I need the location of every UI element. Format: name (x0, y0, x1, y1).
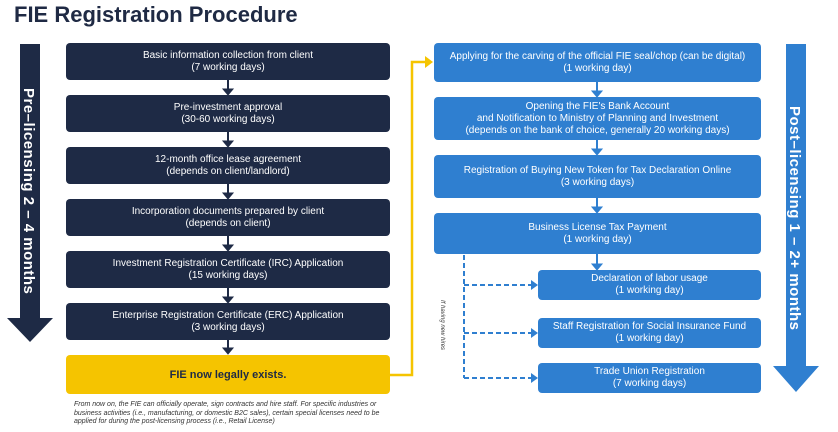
step-incorporation-documents: Incorporation documents prepared by clie… (66, 199, 390, 236)
step-license-tax: Business License Tax Payment (1 working … (434, 213, 761, 254)
step-duration: (1 working day) (563, 233, 632, 245)
step-duration: (7 working days) (191, 61, 265, 73)
step-erc-application: Enterprise Registration Certificate (ERC… (66, 303, 390, 340)
step-duration: (1 working day) (615, 285, 684, 296)
step-title: Enterprise Registration Certificate (ERC… (112, 309, 344, 321)
step-title: Applying for the carving of the official… (449, 50, 746, 62)
step-title: Registration of Buying New Token for Tax… (463, 164, 732, 176)
new-hires-note: If having new hires (439, 300, 445, 351)
page-title: FIE Registration Procedure (14, 2, 298, 27)
post-licensing-arrow (773, 44, 819, 392)
step-seal-carving: Applying for the carving of the official… (434, 43, 761, 82)
step-title: Investment Registration Certificate (IRC… (112, 257, 344, 269)
pre-licensing-label: Pre–licensing 2 – 4 months (20, 88, 37, 295)
step-title: Opening the FIE's Bank Account (525, 100, 670, 112)
step-subtitle: and Notification to Ministry of Planning… (476, 112, 719, 124)
substep-social-insurance: Staff Registration for Social Insurance … (538, 318, 761, 348)
step-duration: (1 working day) (615, 333, 684, 344)
step-tax-token: Registration of Buying New Token for Tax… (434, 155, 761, 198)
step-title: Business License Tax Payment (528, 221, 667, 233)
step-basic-information: Basic information collection from client… (66, 43, 390, 80)
footnote: From now on, the FIE can officially oper… (74, 401, 380, 425)
left-step-arrows (221, 80, 235, 355)
step-duration: (1 working day) (563, 62, 632, 74)
step-duration: (depends on client/landlord) (166, 165, 290, 177)
step-title: Pre-investment approval (173, 101, 283, 113)
step-title: Trade Union Registration (594, 366, 705, 377)
post-licensing-label: Post–licensing 1 – 2+ months (786, 106, 803, 331)
step-duration: (7 working days) (612, 378, 687, 389)
milestone-box: FIE now legally exists. (66, 355, 390, 394)
dashed-branches (463, 255, 532, 379)
step-title: Staff Registration for Social Insurance … (552, 321, 747, 332)
substep-trade-union: Trade Union Registration (7 working days… (538, 363, 761, 393)
substep-labor-usage: Declaration of labor usage (1 working da… (538, 270, 761, 300)
milestone-connector (390, 60, 426, 377)
step-title: Basic information collection from client (142, 49, 314, 61)
step-duration: (3 working days) (191, 321, 265, 333)
step-duration: (depends on the bank of choice, generall… (465, 124, 730, 136)
step-title: 12-month office lease agreement (154, 153, 301, 165)
right-step-arrows (590, 82, 604, 271)
pre-licensing-arrow (7, 44, 53, 342)
step-duration: (15 working days) (188, 269, 268, 281)
step-bank-account: Opening the FIE's Bank Account and Notif… (434, 97, 761, 140)
step-duration: (3 working days) (560, 176, 635, 188)
step-title: Declaration of labor usage (591, 273, 708, 284)
milestone-text: FIE now legally exists. (169, 368, 287, 381)
step-pre-investment-approval: Pre-investment approval (30-60 working d… (66, 95, 390, 132)
step-office-lease: 12-month office lease agreement (depends… (66, 147, 390, 184)
step-irc-application: Investment Registration Certificate (IRC… (66, 251, 390, 288)
step-duration: (depends on client) (185, 217, 271, 229)
step-duration: (30-60 working days) (181, 113, 275, 125)
step-title: Incorporation documents prepared by clie… (131, 205, 325, 217)
